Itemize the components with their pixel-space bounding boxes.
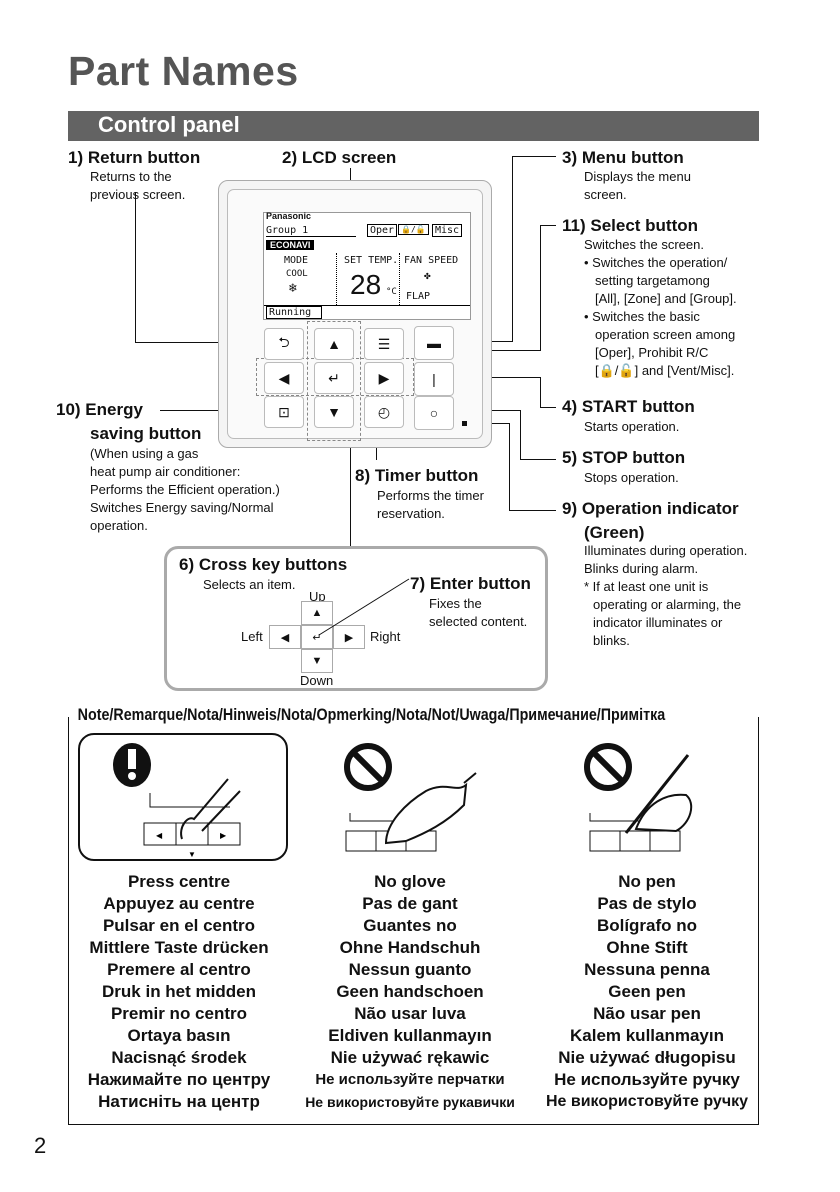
right-key[interactable]: ▶	[364, 362, 404, 394]
cross-right-icon: ▶	[333, 625, 365, 649]
cross-enter-icon: ↵	[301, 625, 333, 649]
cross-key-panel: 6) Cross key buttons Selects an item. Up…	[164, 546, 548, 691]
svg-text:▼: ▼	[188, 850, 196, 859]
return-button-label: 1) Return button	[68, 148, 201, 167]
snowflake-icon: ❄	[289, 281, 297, 296]
stop-button-label: 5) STOP button	[562, 448, 686, 467]
stop-button-desc: Stops operation.	[584, 470, 679, 485]
energy-label-1: 10) Energy	[56, 400, 143, 419]
note-box	[68, 717, 759, 1125]
svg-text:◀: ◀	[156, 831, 163, 840]
section-title: Control panel	[98, 112, 240, 137]
left-key[interactable]: ◀	[264, 362, 304, 394]
cross-key-desc: Selects an item.	[203, 577, 296, 592]
energy-label-2: saving button	[90, 424, 202, 443]
up-key[interactable]: ▲	[314, 328, 354, 360]
brand-logo: Panasonic	[266, 211, 312, 221]
no-pen-illustration	[556, 733, 766, 861]
operation-indicator	[462, 421, 467, 426]
select-button-label: 11) Select button	[562, 216, 699, 235]
left-label: Left	[241, 629, 263, 644]
lcd-screen: Panasonic Group 1 Oper 🔒/🔓 Misc ECONAVI …	[263, 211, 471, 320]
no-glove-illustration	[316, 733, 526, 861]
select-button-desc: Switches the screen. • Switches the oper…	[584, 237, 737, 378]
menu-button[interactable]: ☰	[364, 328, 404, 360]
start-button-label: 4) START button	[562, 397, 695, 416]
return-button[interactable]: ⮌	[264, 328, 304, 360]
cross-up-icon: ▲	[301, 601, 333, 625]
down-label: Down	[300, 673, 334, 688]
indicator-desc: Illuminates during operation.Blinks duri…	[584, 543, 748, 648]
right-label: Right	[370, 629, 401, 644]
lcd-screen-label: 2) LCD screen	[282, 148, 397, 167]
cross-down-icon: ▼	[301, 649, 333, 673]
start-button[interactable]: |	[414, 362, 454, 396]
svg-text:▶: ▶	[220, 831, 227, 840]
fan-icon: ✤	[424, 269, 431, 282]
down-key[interactable]: ▼	[314, 396, 354, 428]
cross-key-label: 6) Cross key buttons	[179, 555, 348, 574]
enter-key[interactable]: ↵	[314, 362, 354, 394]
page-number: 2	[34, 1133, 47, 1158]
remote-controller: Panasonic Group 1 Oper 🔒/🔓 Misc ECONAVI …	[218, 180, 492, 448]
start-button-desc: Starts operation.	[584, 419, 680, 434]
note-title: Note/Remarque/Nota/Hinweis/Nota/Opmerkin…	[76, 705, 667, 725]
stop-button[interactable]: ○	[414, 396, 454, 430]
page-title: Part Names	[68, 48, 299, 94]
select-button[interactable]: ▬	[414, 326, 454, 360]
cross-left-icon: ◀	[269, 625, 301, 649]
timer-button[interactable]: ◴	[364, 396, 404, 428]
press-centre-illustration: ◀ ▶ ▼	[78, 733, 288, 861]
indicator-label-2: (Green)	[584, 523, 645, 542]
energy-saving-button[interactable]: ⊡	[264, 396, 304, 428]
section-header: Control panel	[68, 111, 759, 141]
enter-button-label: 7) Enter button	[410, 574, 531, 593]
menu-button-label: 3) Menu button	[562, 148, 684, 167]
indicator-label: 9) Operation indicator	[562, 499, 739, 518]
timer-button-label: 8) Timer button	[355, 466, 479, 485]
up-label: Up	[309, 589, 326, 604]
